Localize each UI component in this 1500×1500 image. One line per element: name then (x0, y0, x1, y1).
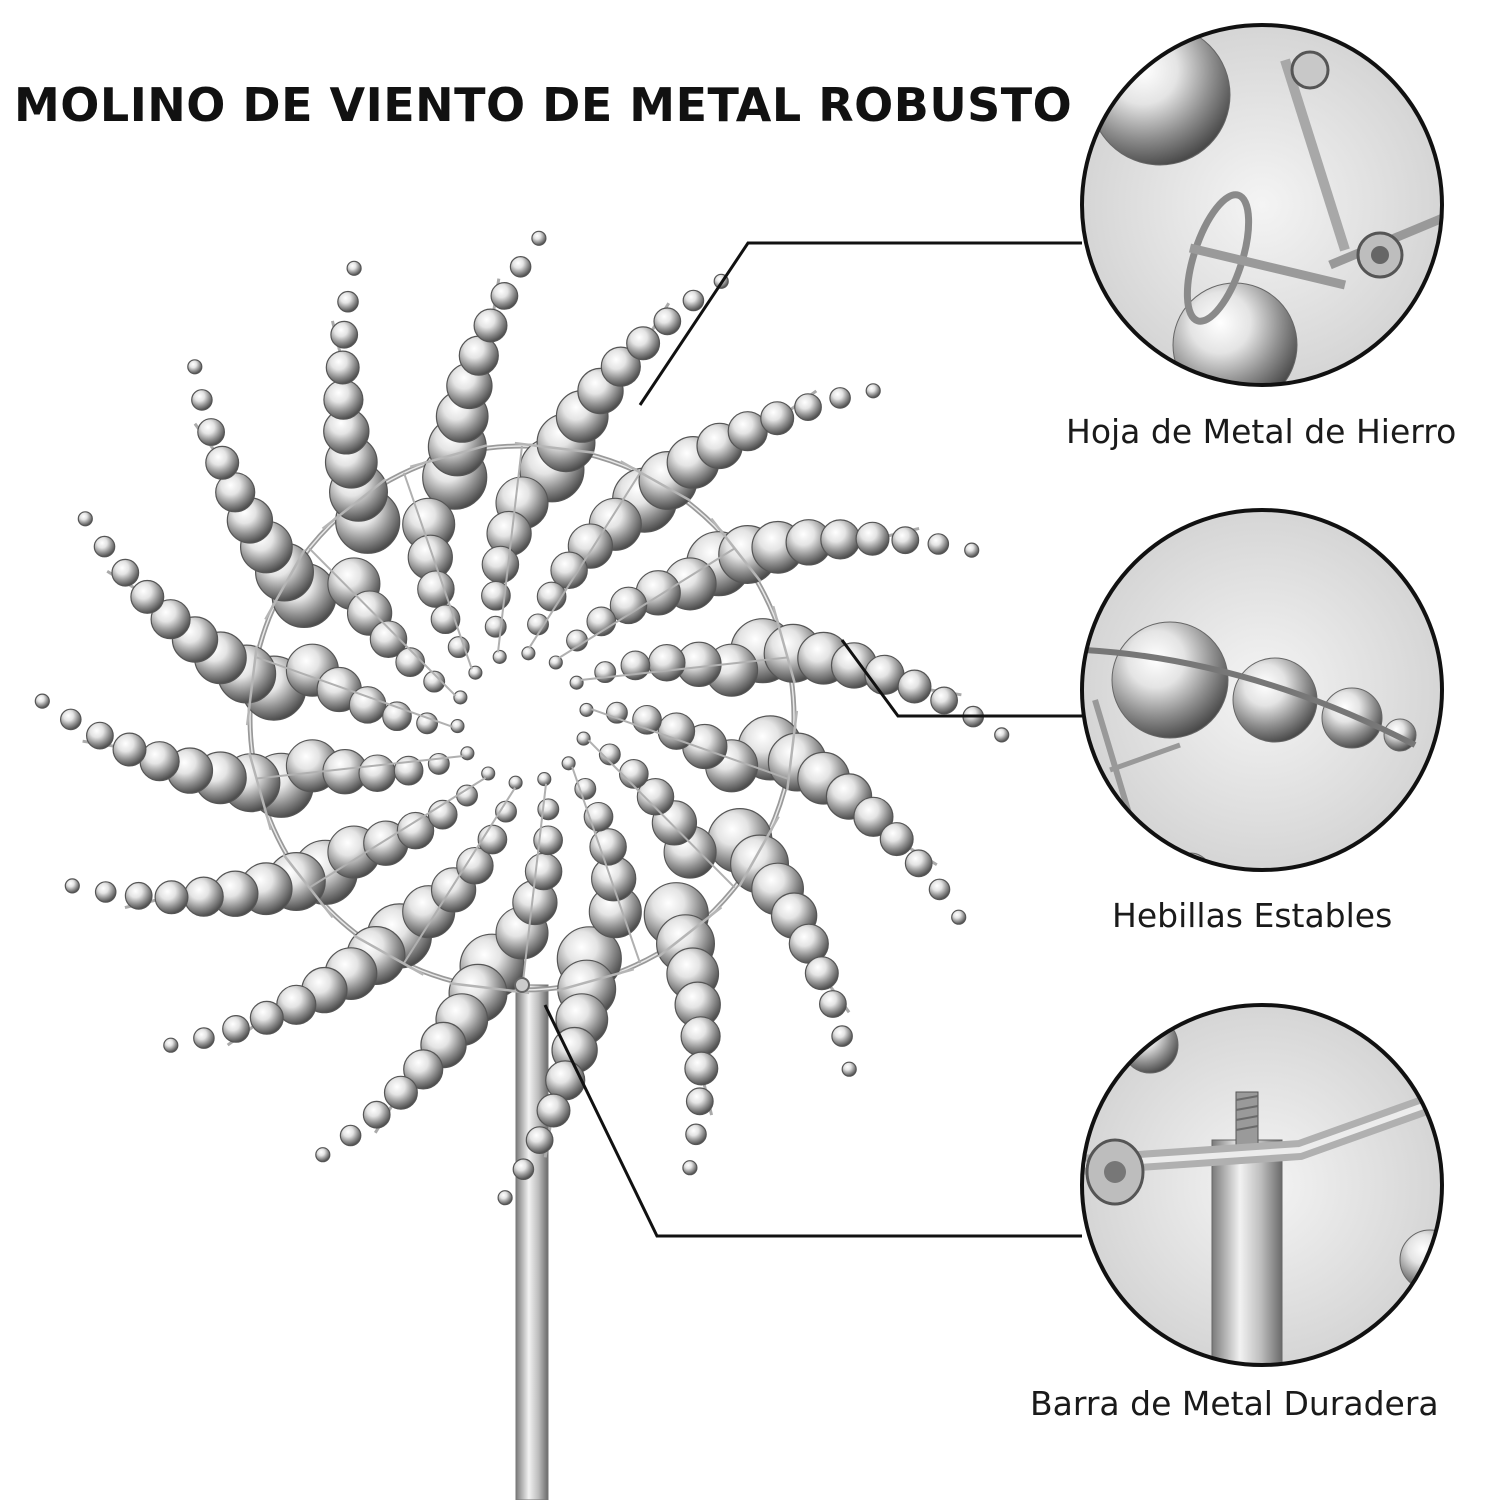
callout-line-rod (543, 1004, 1082, 1238)
pole (515, 984, 549, 1500)
buckle-detail-photo (1080, 508, 1444, 872)
callout-line-buckle (840, 639, 1082, 718)
page-title: MOLINO DE VIENTO DE METAL ROBUSTO (14, 78, 1073, 132)
feature-label-rod: Barra de Metal Duradera (1030, 1384, 1439, 1423)
callout-line-blade (638, 241, 1082, 406)
rod-detail-photo (1080, 1003, 1444, 1367)
feature-label-blade: Hoja de Metal de Hierro (1066, 412, 1457, 451)
wind-spinner (34, 230, 1010, 1206)
blade-detail-photo (1080, 23, 1444, 387)
feature-label-buckle: Hebillas Estables (1112, 896, 1393, 935)
